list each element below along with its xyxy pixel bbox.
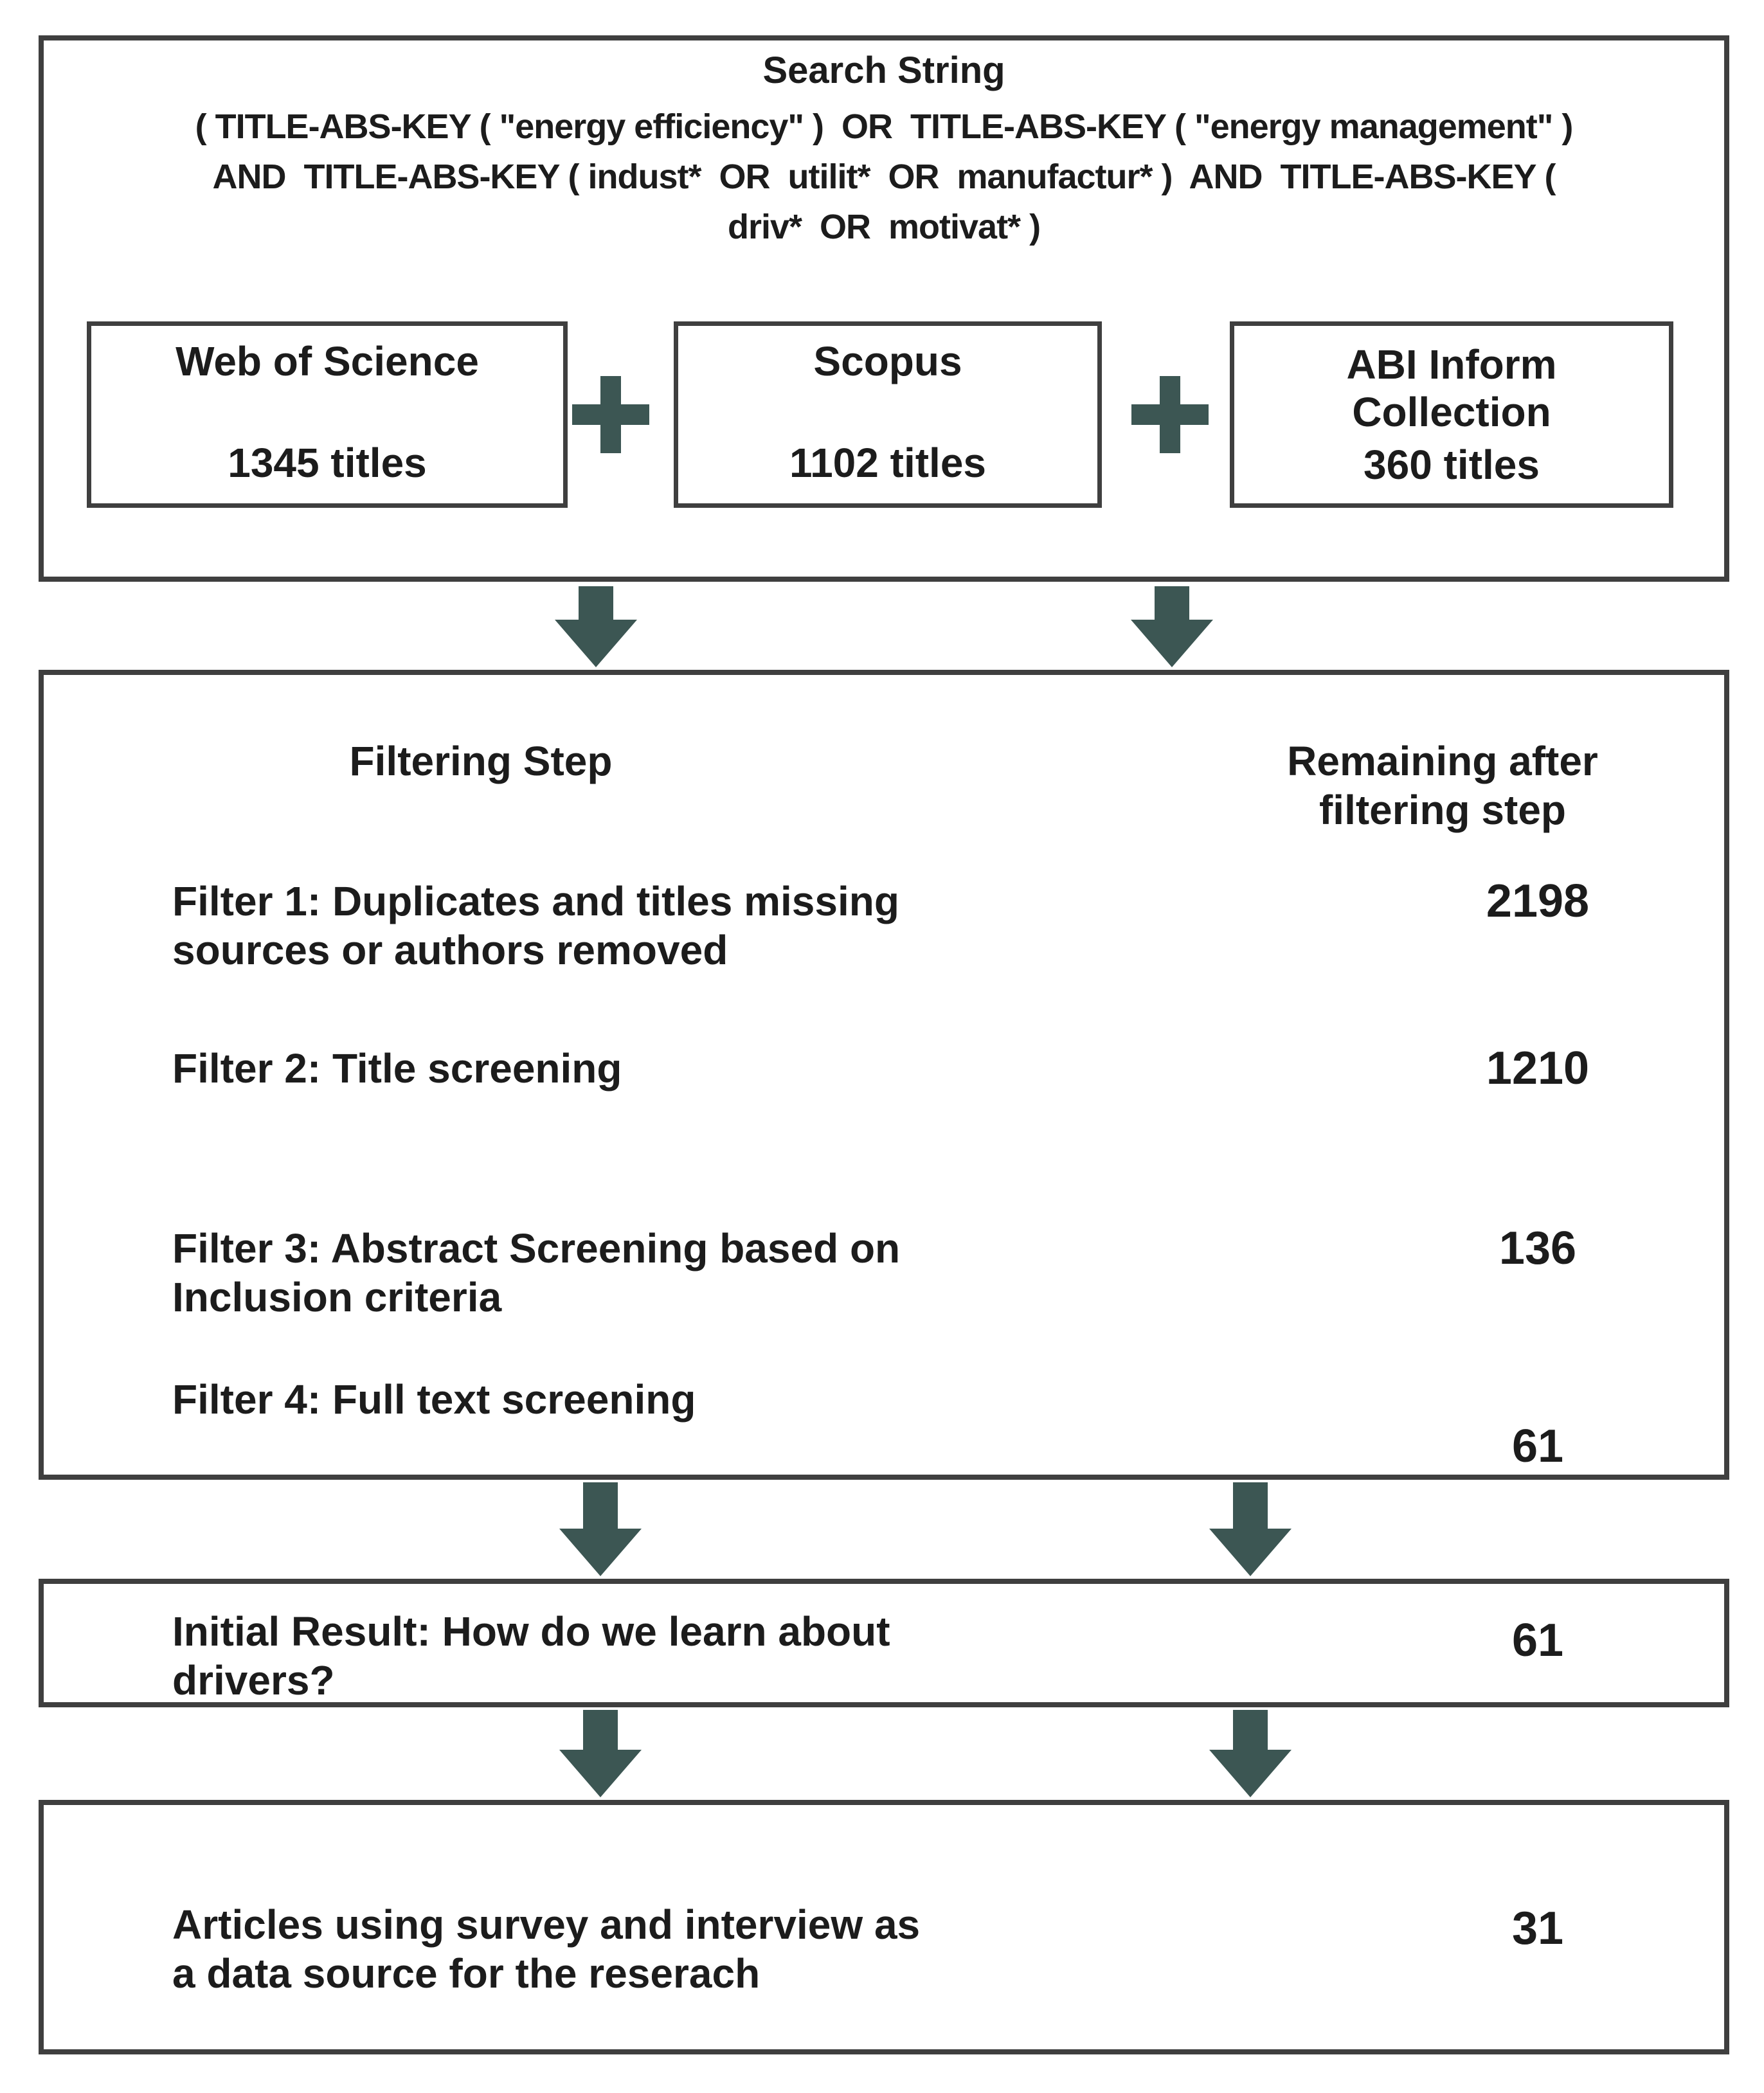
filter-1-label: Filter 1: Duplicates and titles missing … [172,878,899,973]
final-articles-label: Articles using survey and interview as a… [172,1901,921,1997]
search-string-box: Search String ( TITLE-ABS-KEY ( "energy … [39,35,1729,582]
final-articles-box: Articles using survey and interview as a… [39,1800,1729,2054]
arrow-shaft [579,586,613,620]
arrow-shaft [1233,1482,1268,1529]
filter-4-count: 61 [1511,1421,1564,1472]
initial-result-box: Initial Result: How do we learn about dr… [39,1579,1729,1707]
arrow-head [555,620,637,667]
filter-1-count: 2198 [1486,876,1590,927]
arrow-head [1209,1750,1292,1797]
search-query-line-3: driv* OR motivat* ) [727,208,1041,246]
arrow-shaft [583,1710,618,1750]
arrow-down-icon [1209,1710,1292,1797]
database-box-web-of-science: Web of Science 1345 titles [87,321,568,508]
plus-icon [572,376,649,453]
filter-3-count: 136 [1498,1223,1577,1274]
search-query-line-2: AND TITLE-ABS-KEY ( indust* OR utilit* O… [212,157,1556,196]
database-name: Web of Science [176,338,479,384]
arrow-shaft [583,1482,618,1529]
database-box-abi-inform: ABI Inform Collection 360 titles [1230,321,1673,508]
database-name: ABI Inform Collection [1346,341,1557,435]
arrow-head [559,1750,642,1797]
database-box-scopus: Scopus 1102 titles [674,321,1102,508]
arrow-down-icon [559,1482,642,1576]
arrow-shaft [1233,1710,1268,1750]
initial-result-count: 61 [1511,1615,1564,1666]
filter-2-count: 1210 [1486,1043,1590,1094]
filtering-steps-box: Filtering Step Remaining after filtering… [39,670,1729,1480]
initial-result-label: Initial Result: How do we learn about dr… [172,1608,890,1703]
search-title: Search String [762,49,1005,91]
arrow-shaft [1155,586,1189,620]
filter-3-label: Filter 3: Abstract Screening based on In… [172,1225,901,1320]
database-count: 360 titles [1364,442,1540,488]
arrow-down-icon [559,1710,642,1797]
filter-4-label: Filter 4: Full text screening [172,1376,696,1423]
database-count: 1102 titles [789,440,986,486]
filter-2-label: Filter 2: Title screening [172,1045,622,1091]
arrow-down-icon [555,586,637,667]
arrow-down-icon [1209,1482,1292,1576]
column-header-remaining: Remaining after filtering step [1287,738,1598,833]
final-articles-count: 31 [1511,1903,1564,1954]
plus-icon [1131,376,1209,453]
database-name: Scopus [813,338,962,384]
database-count: 1345 titles [228,440,427,486]
arrow-head [1131,620,1213,667]
arrow-down-icon [1131,586,1213,667]
search-query-line-1: ( TITLE-ABS-KEY ( "energy efficiency" ) … [195,107,1574,146]
column-header-filtering-step: Filtering Step [349,738,613,784]
arrow-head [559,1529,642,1576]
arrow-head [1209,1529,1292,1576]
